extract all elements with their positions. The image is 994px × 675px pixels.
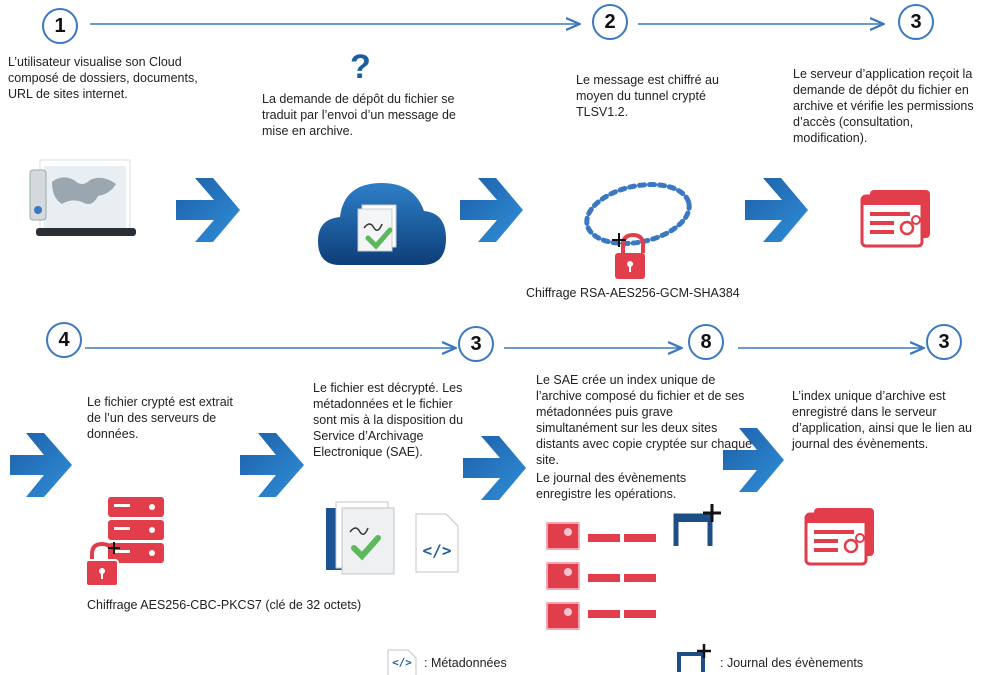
step-1-circle: 1 bbox=[42, 8, 78, 44]
timeline-arrows bbox=[85, 24, 922, 348]
step-2-text: La demande de dépôt du fichier se tradui… bbox=[262, 92, 456, 138]
question-icon: ? bbox=[350, 48, 371, 86]
step-6b-text: Le journal des évènements enregistre les… bbox=[536, 471, 687, 501]
step-3-circle: 3 bbox=[898, 4, 934, 40]
documents-metadata-icon: </> bbox=[326, 501, 459, 575]
step-3-circle-b: 3 bbox=[458, 326, 494, 362]
data-server-icon bbox=[85, 497, 164, 587]
step-6-text: Le SAE crée un index unique de l’archive… bbox=[536, 373, 753, 467]
encrypted-tunnel-icon bbox=[584, 182, 692, 279]
legend-journal-icon bbox=[677, 644, 711, 672]
step-3-text: Le serveur d’application reçoit la deman… bbox=[793, 67, 974, 145]
event-journal-icon bbox=[673, 504, 721, 546]
step-3-circle-c: 3 bbox=[926, 324, 962, 360]
step-2-circle: 2 bbox=[592, 4, 628, 40]
legend-metadata-label: : Métadonnées bbox=[424, 656, 507, 670]
step-8-circle: 8 bbox=[688, 324, 724, 360]
archive-index-icon bbox=[546, 522, 656, 630]
app-server-icon-2 bbox=[804, 508, 874, 566]
flow-chevrons bbox=[10, 178, 808, 500]
rsa-caption: Chiffrage RSA-AES256-GCM-SHA384 bbox=[526, 286, 740, 300]
step-2b-text: Le message est chiffré au moyen du tunne… bbox=[576, 73, 719, 119]
cloud-document-icon bbox=[318, 183, 446, 265]
laptop-icon bbox=[29, 159, 136, 236]
step-1-text: L’utilisateur visualise son Cloud compos… bbox=[8, 55, 198, 101]
svg-text:</>: </> bbox=[392, 656, 412, 669]
legend-metadata-icon: </> bbox=[387, 649, 417, 675]
step-4-text: Le fichier crypté est extrait de l’un de… bbox=[87, 395, 233, 441]
legend-journal-label: : Journal des évènements bbox=[720, 656, 864, 670]
app-server-icon-1 bbox=[860, 190, 930, 248]
step-7-text: L’index unique d’archive est enregistré … bbox=[792, 389, 972, 451]
step-4-circle: 4 bbox=[46, 322, 82, 358]
aes-caption: Chiffrage AES256-CBC-PKCS7 (clé de 32 oc… bbox=[87, 598, 362, 612]
step-5-text: Le fichier est décrypté. Les métadonnées… bbox=[313, 381, 464, 459]
svg-text:</>: </> bbox=[423, 541, 452, 560]
